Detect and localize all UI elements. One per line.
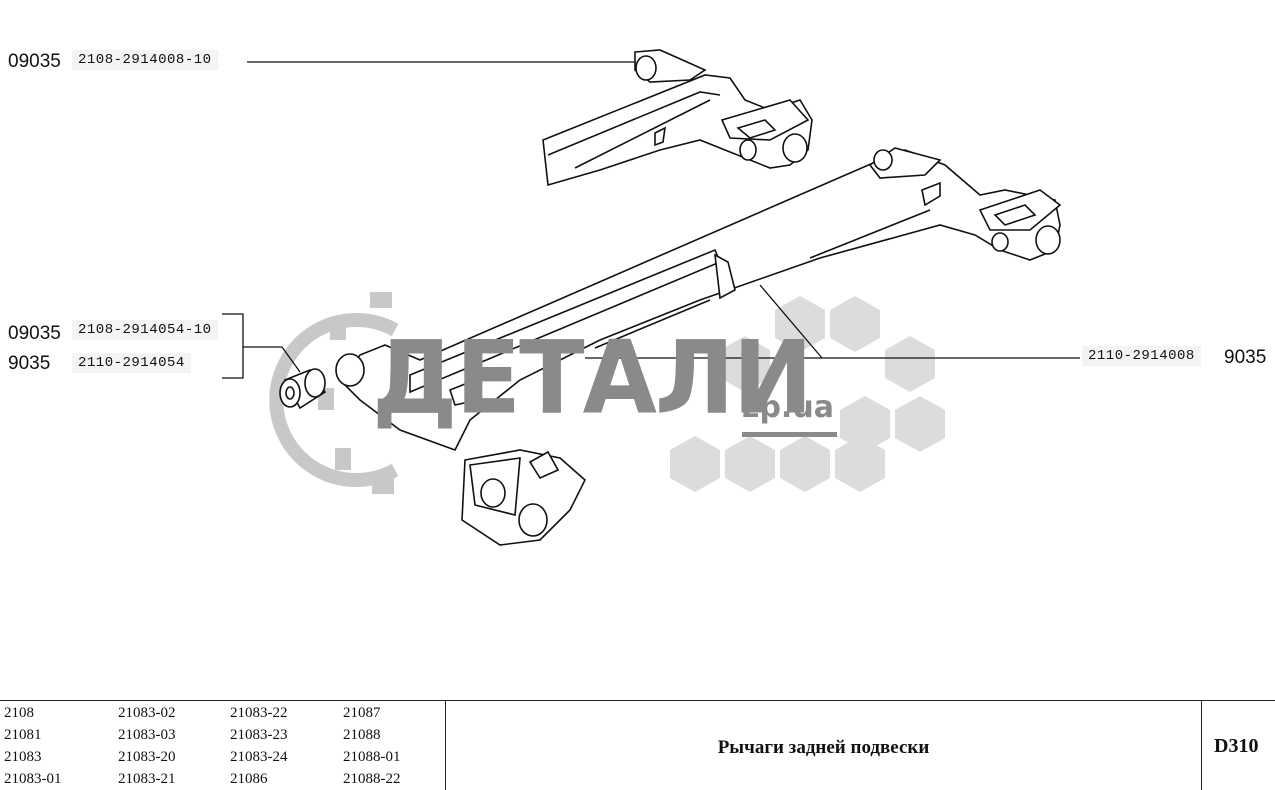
model-item: 21083-20 (118, 749, 176, 765)
page-code-cell: D310 (1202, 701, 1275, 790)
model-item: 21088 (343, 727, 381, 743)
drawing-title: Рычаги задней подвески (717, 737, 930, 758)
model-item: 21083-03 (118, 727, 176, 743)
page-code: D310 (1214, 735, 1259, 757)
model-item: 21083-02 (118, 705, 176, 721)
model-list: 2108 21081 21083 21083-01 21083-02 21083… (0, 701, 446, 790)
main-arm (335, 147, 1062, 546)
model-item: 21081 (4, 727, 42, 743)
model-item: 21083-21 (118, 771, 176, 787)
model-item: 21083-22 (230, 705, 288, 721)
title-cell: Рычаги задней подвески (446, 701, 1202, 790)
model-item: 21087 (343, 705, 381, 721)
title-block: 2108 21081 21083 21083-01 21083-02 21083… (0, 700, 1275, 790)
watermark-gear (269, 313, 399, 487)
callout-part-code[interactable]: 2110-2914054 (72, 353, 191, 373)
suspension-drawing (222, 49, 1080, 546)
model-item: 21086 (230, 771, 268, 787)
model-item: 2108 (4, 705, 34, 721)
model-item: 21083-01 (4, 771, 62, 787)
upper-arm (542, 49, 813, 187)
model-item: 21083-24 (230, 749, 288, 765)
callout-number: 9035 (1224, 347, 1267, 368)
bushing (279, 368, 327, 410)
callout-part-code[interactable]: 2108-2914008-10 (72, 50, 218, 70)
callout-number: 9035 (8, 353, 51, 374)
model-item: 21088-22 (343, 771, 401, 787)
model-item: 21083 (4, 749, 42, 765)
callout-lines (222, 61, 1080, 379)
watermark-subtext: zp.ua (742, 390, 834, 425)
model-item: 21088-01 (343, 749, 401, 765)
callout-number: 09035 (8, 323, 61, 344)
callout-part-code[interactable]: 2108-2914054-10 (72, 320, 218, 340)
model-item: 21083-23 (230, 727, 288, 743)
watermark-underline (742, 432, 837, 437)
callout-part-code[interactable]: 2110-2914008 (1082, 346, 1201, 366)
watermark-text: ДЕТАЛИ (372, 319, 813, 437)
callout-number: 09035 (8, 51, 61, 72)
watermark-hexagons (670, 296, 945, 492)
